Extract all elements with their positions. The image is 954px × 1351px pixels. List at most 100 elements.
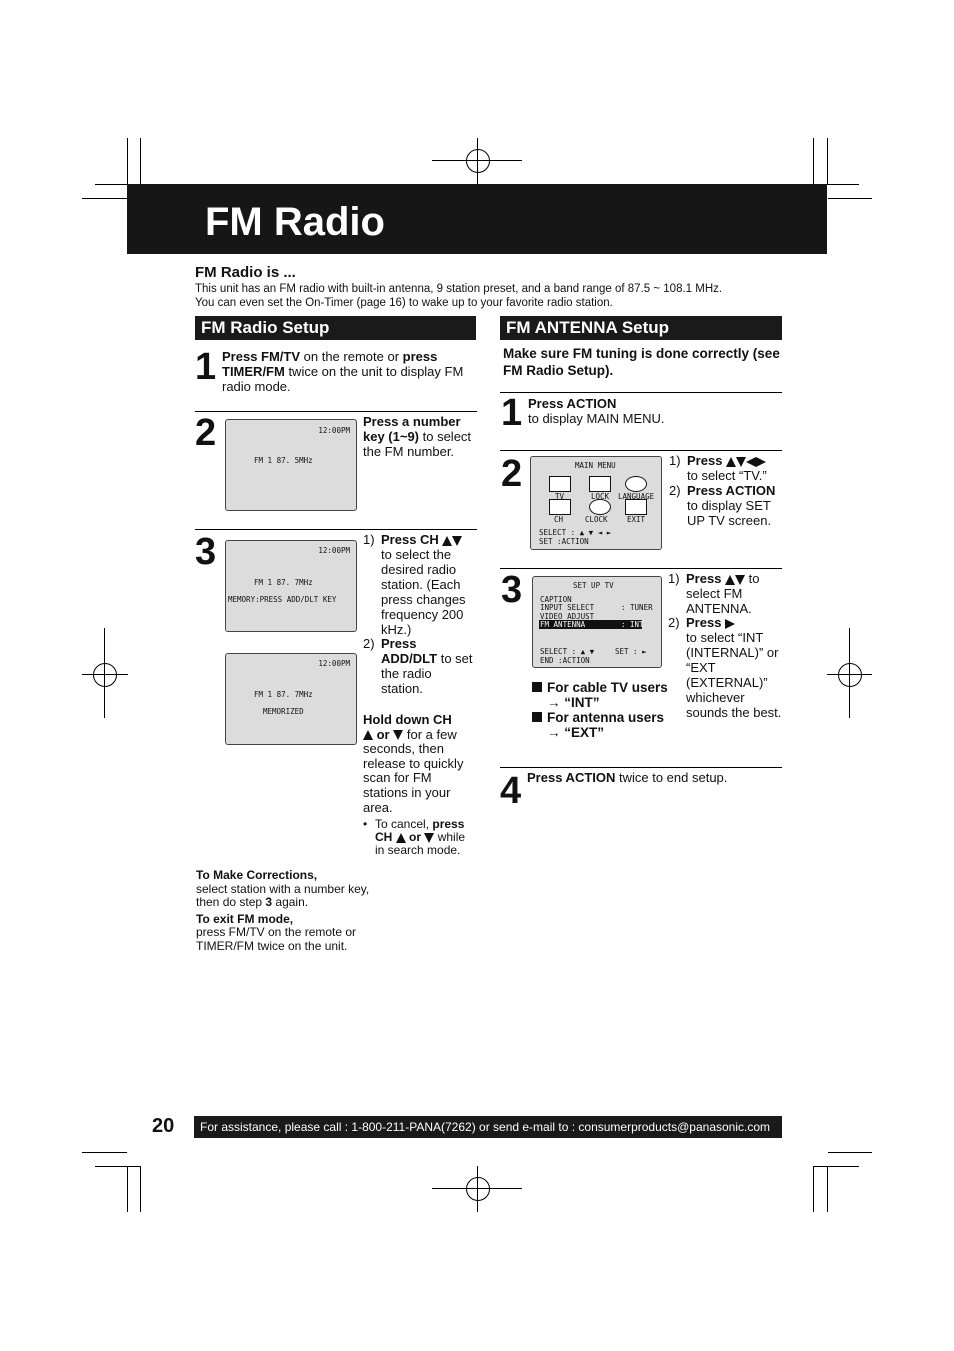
screen-time: 12:00PM bbox=[318, 426, 350, 435]
antenna-note-item: For antenna users bbox=[532, 710, 682, 725]
setup-title: SET UP TV bbox=[573, 581, 614, 590]
cancel-bold: press CH bbox=[375, 817, 465, 844]
antenna-step4-text: Press ACTION twice to end setup. bbox=[527, 770, 777, 785]
menu-label-language: LANGUAGE bbox=[618, 492, 655, 501]
intro-line-1: This unit has an FM radio with built-in … bbox=[195, 283, 723, 295]
corrections-line-1: select station with a number key, bbox=[196, 881, 370, 896]
left-arrow-icon bbox=[746, 456, 757, 467]
press-action: Press ACTION bbox=[528, 396, 617, 411]
corrections-line-2: then do step 3 again. bbox=[196, 895, 396, 910]
tv-screen-step3b: 12:00PM FM 1 87. 7MHz MEMORIZED bbox=[225, 653, 357, 745]
screen-frequency: FM 1 87. 7MHz bbox=[254, 690, 313, 699]
up-arrow-icon bbox=[395, 832, 406, 843]
divider bbox=[500, 450, 782, 451]
item-text: to select FM ANTENNA. bbox=[686, 571, 760, 616]
item-label: 1) bbox=[668, 571, 680, 586]
menu-label-tv: TV bbox=[555, 492, 565, 501]
cable-label: For cable TV users bbox=[547, 680, 668, 695]
bullet: • bbox=[363, 817, 368, 831]
setup-select-hint: SELECT : ▲ ▼ bbox=[540, 647, 595, 656]
antenna-step3-item1: Press to select FM ANTENNA. bbox=[686, 571, 782, 616]
fm-radio-setup-heading: FM Radio Setup bbox=[195, 316, 476, 340]
step4-rest: twice to end setup. bbox=[615, 770, 728, 785]
step1-mid: on the remote or bbox=[300, 349, 403, 364]
antenna-step1-text: Press ACTION to display MAIN MENU. bbox=[528, 396, 778, 426]
up-arrow-icon bbox=[363, 730, 373, 741]
menu-label-clock: CLOCK bbox=[585, 515, 608, 524]
row-fm-antenna-value: : INT bbox=[621, 620, 644, 629]
screen-frequency: FM 1 87. 5MHz bbox=[254, 456, 313, 465]
corr-a: then do step bbox=[196, 895, 266, 909]
divider bbox=[195, 411, 477, 412]
down-arrow-icon bbox=[452, 535, 463, 546]
antenna-step3-number: 3 bbox=[501, 569, 523, 611]
press-text: Press bbox=[686, 571, 722, 586]
square-bullet-icon bbox=[532, 712, 542, 722]
step2-bold: Press a number key (1~9) bbox=[363, 414, 461, 444]
corrections-heading: To Make Corrections, bbox=[196, 868, 318, 882]
intro-text: This unit has an FM radio with built-in … bbox=[195, 282, 795, 310]
hold-bold: Hold down CH bbox=[363, 712, 452, 727]
antenna-note: Make sure FM tuning is done correctly (s… bbox=[503, 346, 780, 378]
step1-press-timer: press TIMER/FM bbox=[222, 349, 438, 379]
square-bullet-icon bbox=[532, 682, 542, 692]
cable-note: For cable TV users bbox=[532, 680, 682, 695]
exit-heading: To exit FM mode, bbox=[196, 911, 294, 926]
cancel-pre: To cancel, bbox=[375, 817, 433, 831]
item-label: 2) bbox=[669, 483, 681, 498]
setup-step2-text: Press a number key (1~9) to select the F… bbox=[363, 414, 478, 459]
page-title: FM Radio bbox=[205, 200, 385, 244]
item-text: to select “INT (INTERNAL)” or “EXT (EXTE… bbox=[686, 630, 782, 720]
menu-title: MAIN MENU bbox=[575, 461, 616, 470]
screen-time: 12:00PM bbox=[318, 546, 350, 555]
cancel-rest: while in search mode. bbox=[375, 830, 466, 857]
item-text: to set the radio station. bbox=[381, 651, 473, 696]
page-number: 20 bbox=[152, 1115, 175, 1137]
lock-icon bbox=[589, 476, 611, 492]
setup-step1-text: Press FM/TV on the remote or press TIMER… bbox=[222, 349, 480, 394]
setup-step3-number: 3 bbox=[195, 531, 217, 573]
hold-rest: for a few seconds, then release to quick… bbox=[363, 726, 464, 815]
setup-set-hint: SET : ► bbox=[615, 647, 647, 656]
or-text: or bbox=[405, 830, 425, 844]
row-caption: CAPTION bbox=[540, 595, 572, 604]
language-icon bbox=[625, 476, 647, 492]
item-text: to select the desired radio station. (Ea… bbox=[381, 547, 466, 637]
corr-c: again. bbox=[272, 895, 309, 909]
screen-message: MEMORY:PRESS ADD/DLT KEY bbox=[228, 595, 337, 604]
step1-press-fmtv: Press FM/TV bbox=[222, 349, 301, 364]
down-arrow-icon bbox=[736, 456, 747, 467]
press-text: Press bbox=[687, 453, 723, 468]
title-banner: FM Radio bbox=[127, 184, 827, 254]
setup-step2-number: 2 bbox=[195, 412, 217, 454]
cable-antenna-notes: For cable TV users → “INT” For antenna u… bbox=[532, 680, 682, 740]
up-arrow-icon bbox=[726, 456, 737, 467]
divider bbox=[195, 529, 477, 530]
step1-rest: twice on the unit to display FM radio mo… bbox=[222, 364, 464, 394]
exit-icon bbox=[625, 499, 647, 515]
press-action: Press ACTION bbox=[527, 770, 616, 785]
item-text: to select “TV.” bbox=[687, 468, 767, 483]
press-text: Press bbox=[686, 615, 722, 630]
menu-select-hint: SELECT : ▲ ▼ ◄ ► bbox=[539, 528, 612, 537]
down-arrow-icon bbox=[424, 832, 435, 843]
exit-line-2: TIMER/FM twice on the unit. bbox=[196, 938, 348, 953]
item-text: to display SET UP TV screen. bbox=[687, 498, 772, 528]
ch-icon bbox=[549, 499, 571, 515]
corr-b: 3 bbox=[265, 895, 273, 909]
setup-end-hint: END :ACTION bbox=[540, 656, 590, 665]
select-label: SELECT : bbox=[540, 647, 577, 656]
fm-antenna-setup-heading: FM ANTENNA Setup bbox=[500, 316, 782, 340]
clock-icon bbox=[589, 499, 611, 515]
setup-step1-number: 1 bbox=[195, 346, 217, 388]
screen-message: MEMORIZED bbox=[263, 707, 304, 716]
step2-rest: to select the FM number. bbox=[363, 429, 472, 459]
menu-label-ch: CH bbox=[554, 515, 564, 524]
tv-screen-step3a: 12:00PM FM 1 87. 7MHz MEMORY:PRESS ADD/D… bbox=[225, 540, 357, 632]
cable-value: → “INT” bbox=[547, 695, 600, 710]
item-label: 2) bbox=[668, 615, 680, 630]
item-label: 1) bbox=[363, 532, 375, 547]
antenna-value: → “EXT” bbox=[547, 725, 605, 740]
row-fm-antenna-highlight bbox=[539, 620, 642, 629]
item-label: 2) bbox=[363, 636, 375, 651]
